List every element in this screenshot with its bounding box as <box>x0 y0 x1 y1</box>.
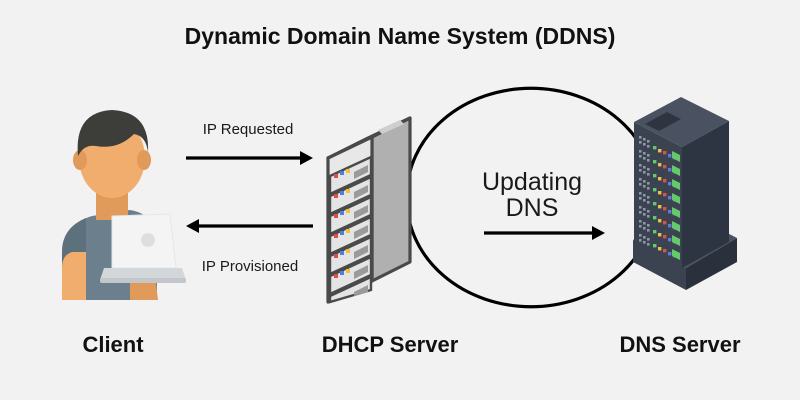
dhcp-slot <box>328 195 373 236</box>
dns-base-front <box>633 240 686 290</box>
dhcp-slot <box>328 275 373 304</box>
dhcp-slot <box>328 255 373 296</box>
dhcp-top-inset <box>378 120 404 134</box>
dhcp-slot <box>328 215 373 256</box>
dns-row <box>639 220 680 246</box>
dns-server-icon <box>633 97 737 290</box>
dns-row <box>639 164 680 190</box>
updating-dns-arrowhead <box>592 226 605 240</box>
client-ear-left <box>73 150 87 170</box>
client-label: Client <box>82 332 144 357</box>
dns-row <box>639 192 680 218</box>
dns-top-face <box>634 97 729 147</box>
ip-requested-label: IP Requested <box>203 121 294 138</box>
dns-row <box>639 234 680 260</box>
client-ear-right <box>137 150 151 170</box>
page-title: Dynamic Domain Name System (DDNS) <box>185 23 616 49</box>
ip-provisioned-arrowhead <box>186 219 199 233</box>
dns-base-side <box>686 238 737 290</box>
updating-dns-label-line2: DNS <box>506 194 559 222</box>
dhcp-server-label: DHCP Server <box>322 332 459 357</box>
laptop-base <box>100 268 186 280</box>
dhcp-side-face <box>370 116 412 283</box>
dns-row <box>639 136 680 162</box>
client-left-arm <box>62 252 86 300</box>
client-hair <box>77 110 149 156</box>
dns-vent-icon <box>645 112 681 131</box>
updating-dns-label-line1: Updating <box>482 168 582 196</box>
ip-provisioned-label: IP Provisioned <box>202 258 298 275</box>
laptop-logo-icon <box>141 233 155 247</box>
dns-row <box>639 150 680 176</box>
ip-requested-arrowhead <box>300 151 313 165</box>
dns-row <box>639 206 680 232</box>
client-figure <box>62 110 186 300</box>
dns-server-label: DNS Server <box>619 332 741 357</box>
updating-dns-connection: Updating DNS <box>482 168 605 240</box>
dhcp-slot <box>328 235 373 276</box>
dns-side-face <box>682 121 729 268</box>
dns-front-face <box>634 122 682 268</box>
dhcp-slot-group <box>328 155 373 304</box>
ip-provisioned-connection: IP Provisioned <box>186 219 313 275</box>
dhcp-server-icon <box>326 116 412 304</box>
dns-row <box>639 178 680 204</box>
laptop-base-edge <box>100 278 186 283</box>
ip-requested-connection: IP Requested <box>186 121 313 165</box>
dns-row-group <box>639 136 680 260</box>
dhcp-slot <box>328 155 373 196</box>
dhcp-slot <box>328 175 373 216</box>
